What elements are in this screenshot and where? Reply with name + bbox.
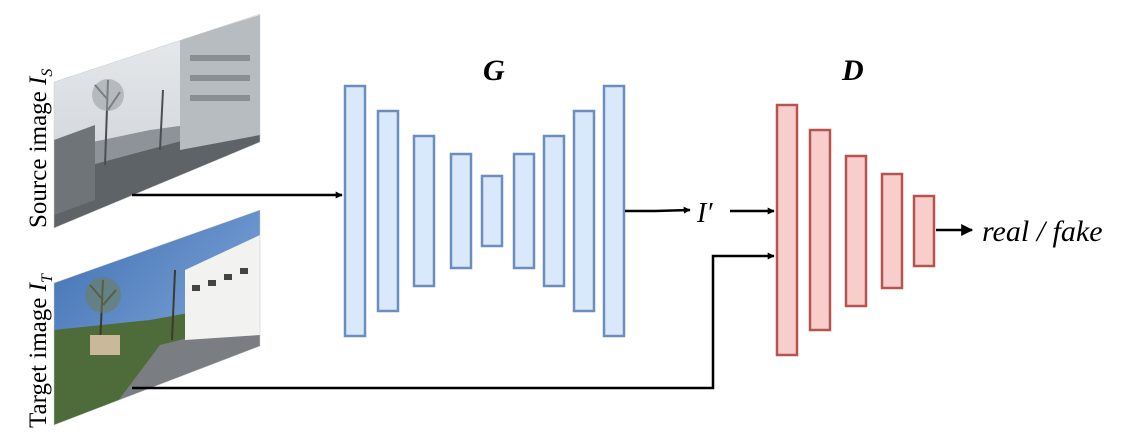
discriminator-layer (844, 154, 868, 308)
connectors (132, 191, 974, 390)
generator-layer (449, 152, 473, 270)
generator-layer (572, 109, 596, 313)
discriminator-network (775, 103, 936, 357)
discriminator-layer (880, 172, 904, 290)
generator-layer (542, 134, 566, 288)
discriminator-label: D (841, 54, 864, 87)
discriminator-layer (912, 194, 936, 268)
source-image-frame (53, 13, 261, 229)
generator-layer (512, 152, 536, 270)
target-image-frame (53, 209, 261, 426)
generator-layer (480, 174, 504, 248)
generator-to-output-arrow (625, 206, 691, 214)
generated-image-label: I′ (696, 198, 713, 229)
target-to-discriminator-arrow (132, 252, 775, 390)
generator-network (343, 84, 626, 338)
real-fake-output-label: real / fake (982, 215, 1103, 248)
discriminator-layer (808, 128, 832, 332)
generator-label: G (483, 54, 505, 87)
generator-layer (343, 84, 367, 338)
discriminator-layer (775, 103, 799, 357)
target-image-label: Target image IT (25, 273, 56, 428)
generator-layer (376, 109, 400, 313)
generator-layer (412, 134, 436, 288)
target-image-photo (54, 210, 260, 425)
generator-layer (602, 84, 626, 338)
source-image-label: Source image IS (25, 69, 56, 228)
